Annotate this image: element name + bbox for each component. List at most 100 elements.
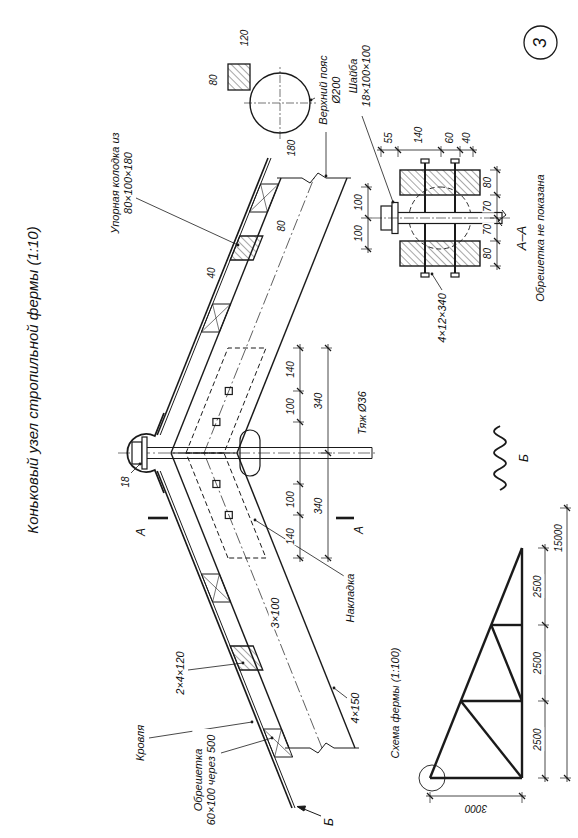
- extension-line: [293, 422, 304, 423]
- dimension: 15000: [553, 523, 565, 553]
- dimension: 2500: [532, 727, 544, 751]
- block-label: Упорная колодка из 80×100×180: [109, 128, 134, 238]
- extension-line: [293, 515, 304, 516]
- dimension-tick: [494, 192, 500, 198]
- extension-line: [560, 778, 571, 779]
- dimension-tick: [365, 246, 371, 252]
- leader-line: [334, 688, 347, 698]
- leader-line: [326, 132, 327, 176]
- extension-line: [361, 187, 372, 188]
- leader-line: [255, 520, 344, 576]
- dimension-tick: [494, 215, 500, 221]
- dimension-tick: [438, 147, 444, 153]
- extension-line: [361, 218, 372, 219]
- batten-section: [228, 64, 250, 90]
- lathing-batten: [261, 184, 268, 212]
- extension-line: [538, 778, 549, 779]
- bolt-head: [421, 273, 429, 277]
- dimension-tick: [494, 263, 500, 269]
- dimension-tick: [470, 147, 476, 153]
- lathing-batten: [263, 729, 292, 757]
- extension-line: [293, 558, 304, 559]
- dimension: 40: [206, 266, 218, 279]
- detail-circle: [419, 765, 445, 791]
- truss-member: [461, 701, 522, 778]
- dimension-tick: [297, 419, 303, 425]
- thrust-block: [230, 236, 263, 260]
- roof-sheet: [160, 471, 295, 808]
- bolt: [213, 481, 220, 488]
- lathing-batten: [249, 184, 278, 212]
- dimension: 55: [383, 131, 395, 144]
- extension-line: [490, 241, 501, 242]
- leader-dot: [325, 175, 328, 178]
- extension-line: [293, 348, 304, 349]
- section-mark: А: [135, 527, 149, 537]
- dimension-tick: [297, 345, 303, 351]
- dimension-tick: [427, 793, 433, 799]
- nail-spec: 3×100: [269, 597, 282, 630]
- lathing-batten: [201, 574, 230, 602]
- roof-label: Кровля: [134, 724, 147, 762]
- nail-spec: 4×150: [349, 692, 362, 725]
- nail-spec: 2×4×120: [174, 650, 187, 695]
- dimension: 60: [444, 131, 456, 144]
- lathing-batten: [263, 729, 292, 757]
- leader-dot: [237, 244, 240, 247]
- dimension: 340: [313, 497, 325, 516]
- axis-line: [280, 67, 281, 139]
- dimension-tick: [494, 238, 500, 244]
- axis-line: [204, 453, 322, 748]
- truss-member: [521, 548, 523, 778]
- truss-member: [461, 700, 522, 702]
- dimension-tick: [365, 215, 371, 221]
- dimension: 80: [276, 219, 288, 232]
- extension-line: [460, 146, 461, 157]
- leader-dot: [271, 737, 274, 740]
- extension-line: [361, 249, 372, 250]
- extension-line: [538, 625, 549, 626]
- section-title: А–А: [515, 225, 530, 252]
- dimension-line: [545, 544, 546, 782]
- sheet-number-circle: 3: [523, 26, 558, 61]
- extension-line: [321, 453, 332, 454]
- dimension-tick: [519, 793, 525, 799]
- top-chord-log: [237, 178, 347, 453]
- dimension: 18: [120, 475, 132, 488]
- lathing-batten: [213, 304, 220, 332]
- dimension: 2500: [532, 651, 544, 675]
- extension-line: [490, 170, 501, 171]
- roof-sheet: [157, 471, 292, 808]
- top-chord-log: [237, 453, 355, 748]
- dimension: 100: [353, 224, 365, 243]
- section-mark: [336, 517, 354, 520]
- dimension: 70: [482, 200, 494, 213]
- section-mark: [148, 517, 168, 520]
- thrust-block: [230, 646, 263, 670]
- overlay-plate: [186, 453, 266, 558]
- truss-member: [430, 777, 522, 779]
- dimension-line: [567, 504, 568, 782]
- dimension: 140: [413, 126, 425, 145]
- dimension: 140: [285, 360, 297, 379]
- truss-member: [491, 624, 522, 626]
- dimension-tick: [297, 555, 303, 561]
- top-chord-log: [171, 178, 281, 453]
- roof-profile: [494, 426, 506, 490]
- dimension-line: [426, 796, 526, 797]
- leader-dot: [254, 519, 257, 522]
- dimension-tick: [542, 545, 548, 551]
- tie-rod: [372, 448, 373, 459]
- drawing-title: Коньковый узел стропильной фермы (1:10): [24, 226, 41, 533]
- extension-line: [321, 348, 332, 349]
- tie-rod: [146, 447, 372, 448]
- dimension-tick: [325, 345, 331, 351]
- leader-dot: [392, 201, 395, 204]
- tie-rod: [146, 458, 372, 459]
- dimension-tick: [457, 147, 463, 153]
- chord-label: Верхний пояс Ø200: [317, 48, 342, 132]
- truss-member: [430, 548, 522, 778]
- extension-line: [490, 218, 501, 219]
- dimension: 100: [285, 397, 297, 416]
